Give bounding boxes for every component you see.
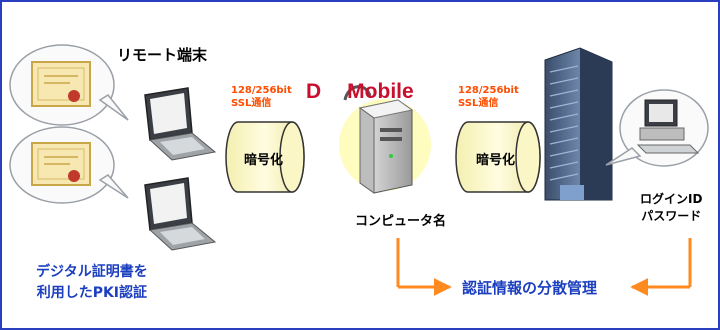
pki-line1: デジタル証明書を [36,264,148,280]
left-encrypt-label: 暗号化 [244,153,284,168]
encryption-tunnel-right [455,121,541,193]
pki-line2: 利用したPKI認証 [36,285,148,301]
laptop-icon [144,87,217,161]
certificate-icon [9,126,129,204]
left-ssl-line2: SSL通信 [231,98,272,109]
certificate-icon [9,44,129,126]
remote-terminal-label: リモート端末 [117,46,208,64]
distributed-auth-connector [396,238,692,296]
right-ssl-line2: SSL通信 [458,98,499,109]
logo-swoosh-icon [343,85,372,101]
left-ssl-line1: 128/256bit [231,85,292,96]
logo: D Mobile [306,80,414,104]
logo-suffix: Mobile [347,80,414,103]
login-id-label: ログインID [640,192,703,206]
right-ssl-line1: 128/256bit [458,85,519,96]
laptop-icon [144,177,217,251]
computer-name-label: コンピュータ名 [355,214,447,229]
encryption-tunnel-left [225,121,305,193]
logo-prefix: D [306,80,322,103]
office-building-icon [544,47,613,201]
desktop-computer-icon [605,89,709,167]
left-ssl-label: 128/256bit SSL通信 [231,84,292,110]
server-icon [339,99,431,194]
distributed-auth-label: 認証情報の分散管理 [462,279,598,297]
right-ssl-label: 128/256bit SSL通信 [458,84,519,110]
right-encrypt-label: 暗号化 [476,153,516,168]
login-label: ログインID パスワード [640,191,702,225]
pki-auth-label: デジタル証明書を 利用したPKI認証 [36,262,148,304]
password-label: パスワード [641,209,702,223]
